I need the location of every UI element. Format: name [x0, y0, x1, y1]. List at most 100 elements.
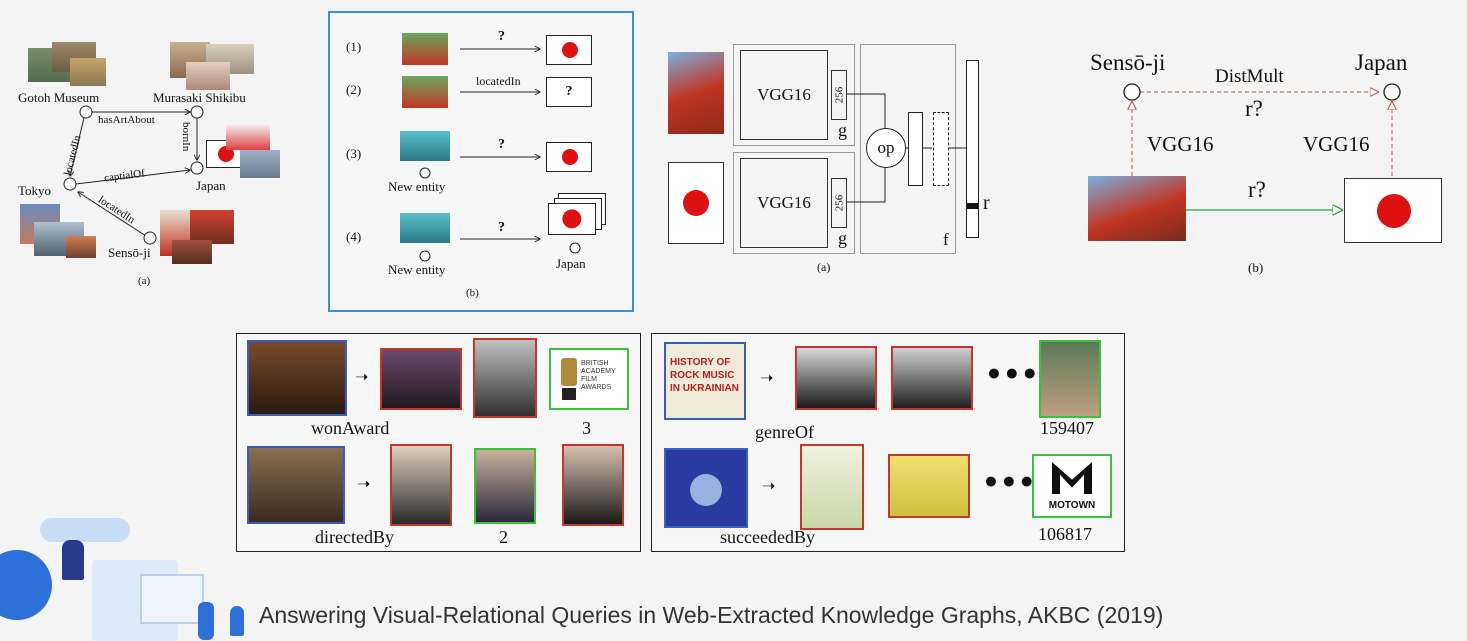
query-rel-4: ? — [498, 220, 505, 235]
examples-left: ➝ BRITISH ACADEMY FILM AWARDS wonAward 3… — [236, 333, 641, 552]
entity-murasaki: Murasaki Shikibu — [153, 90, 246, 105]
arch-temple-photo — [668, 52, 724, 134]
footer-illustration — [0, 510, 250, 641]
band-photo-2 — [891, 346, 973, 410]
g-box-bottom — [733, 152, 855, 254]
g-box-top — [733, 44, 855, 146]
director-photo-2 — [474, 448, 536, 524]
distmult-seal-icon — [1377, 194, 1411, 228]
award-photo-1 — [380, 348, 462, 410]
map-photo-2 — [888, 454, 970, 518]
edge-located-in-2 — [78, 192, 147, 237]
dim-top-box: 256 — [831, 70, 847, 120]
illustration-screen — [140, 574, 204, 624]
row2-relation-label: directedBy — [315, 527, 394, 547]
query-target-4-flag — [548, 203, 596, 235]
row1-count: 3 — [582, 418, 591, 438]
node-gotoh — [79, 105, 93, 119]
arrow-row1-icon: ➝ — [355, 367, 369, 386]
query-target-1-seal-icon — [562, 42, 578, 58]
r-label: r — [983, 192, 990, 214]
g-bottom-label: g — [838, 228, 847, 248]
illustration-person — [62, 540, 84, 580]
entity-japan: Japan — [196, 178, 226, 193]
kg-edges — [63, 105, 204, 245]
distmult-arrows — [1123, 83, 1401, 285]
award-base-icon — [562, 388, 576, 400]
f-layer-2 — [933, 112, 949, 186]
distmult-top-label: DistMult — [1215, 66, 1284, 87]
japan-node-4 — [569, 242, 581, 254]
query-rel-1: ? — [498, 29, 505, 44]
arch-caption: (a) — [817, 260, 831, 274]
query-num-4: (4) — [346, 229, 362, 244]
award-logo: BRITISH ACADEMY FILM AWARDS — [549, 348, 629, 410]
query-target-3-seal-icon — [562, 149, 578, 165]
query-rel-2: locatedIn — [476, 74, 521, 88]
examples-right: HISTORY OF ROCK MUSIC IN UKRAINIAN ➝ •••… — [651, 333, 1125, 552]
node-sensoji — [143, 231, 157, 245]
edge-capital-of — [75, 170, 190, 185]
rel-born-in: bornIn — [180, 122, 192, 152]
arch-connections — [847, 93, 966, 203]
rock-album-cover: HISTORY OF ROCK MUSIC IN UKRAINIAN — [664, 342, 746, 420]
node-japan — [190, 161, 204, 175]
map-photo-1 — [800, 444, 864, 530]
motown-m-icon — [1052, 462, 1092, 494]
sensoji-photo-3 — [172, 240, 212, 264]
kg-caption: (a) — [138, 275, 151, 287]
japan-photo — [226, 124, 270, 150]
vgg-bottom-label: VGG16 — [757, 193, 811, 212]
illustration-person-2 — [198, 602, 214, 640]
tokyo-photo-3 — [66, 236, 96, 258]
person-photo — [1039, 340, 1101, 418]
motown-record — [664, 448, 748, 528]
f-label: f — [943, 230, 949, 249]
query-source-4: New entity — [388, 262, 446, 277]
entity-sensoji: Sensō-ji — [108, 245, 151, 260]
distmult-bottom-rel: r? — [1248, 177, 1266, 202]
arrow-row2-icon: ➝ — [357, 474, 371, 493]
query-target-2-mark: ? — [565, 84, 573, 99]
arrow-row3-icon: ➝ — [760, 368, 774, 387]
op-label: op — [877, 138, 895, 157]
query-arrows — [419, 13, 581, 262]
rock-album-text: HISTORY OF ROCK MUSIC IN UKRAINIAN — [670, 357, 739, 394]
new-entity-node-4 — [419, 250, 431, 262]
row4-count: 106817 — [1038, 524, 1092, 544]
award-photo-2 — [473, 338, 537, 418]
distmult-seal-box — [1344, 178, 1442, 243]
ellipsis-row4-icon: ••• — [982, 466, 1036, 499]
distmult-right-vgg: VGG16 — [1303, 132, 1370, 156]
arch-seal-box — [668, 162, 724, 244]
vgg-top-label: VGG16 — [757, 85, 811, 104]
query-source-3: New entity — [388, 179, 446, 194]
arch-seal-icon — [683, 190, 709, 216]
query-target-1 — [546, 35, 592, 65]
node-murasaki — [190, 105, 204, 119]
award-mask-icon — [561, 358, 577, 386]
row2-count: 2 — [499, 527, 508, 547]
distmult-node-left — [1123, 83, 1141, 101]
query-target-label-4: Japan — [556, 256, 586, 271]
movie-still-2 — [247, 446, 345, 524]
director-photo-1 — [390, 444, 452, 526]
sensoji-photo-2 — [190, 210, 234, 244]
query-num-1: (1) — [346, 39, 362, 54]
distmult-panel: Sensō-ji Japan DistMult r? VGG16 VGG16 r… — [1080, 40, 1460, 285]
movie-still-1 — [247, 340, 347, 416]
new-entity-node-3 — [419, 167, 431, 179]
r-output-marker — [967, 203, 978, 209]
gotoh-photo-3 — [70, 58, 106, 86]
vgg-bottom-box: VGG16 — [740, 158, 828, 248]
query-caption: (b) — [466, 287, 479, 299]
distmult-left-vgg: VGG16 — [1147, 132, 1214, 156]
illustration-person-icon — [230, 606, 244, 636]
g-top-label: g — [838, 120, 847, 140]
rel-has-art-about: hasArtAbout — [98, 114, 155, 126]
japan-photo-2 — [240, 150, 280, 178]
query-rel-3: ? — [498, 137, 505, 152]
edge-located-in-1 — [70, 117, 85, 176]
murasaki-photo-3 — [186, 62, 230, 90]
distmult-right-entity: Japan — [1355, 50, 1408, 75]
